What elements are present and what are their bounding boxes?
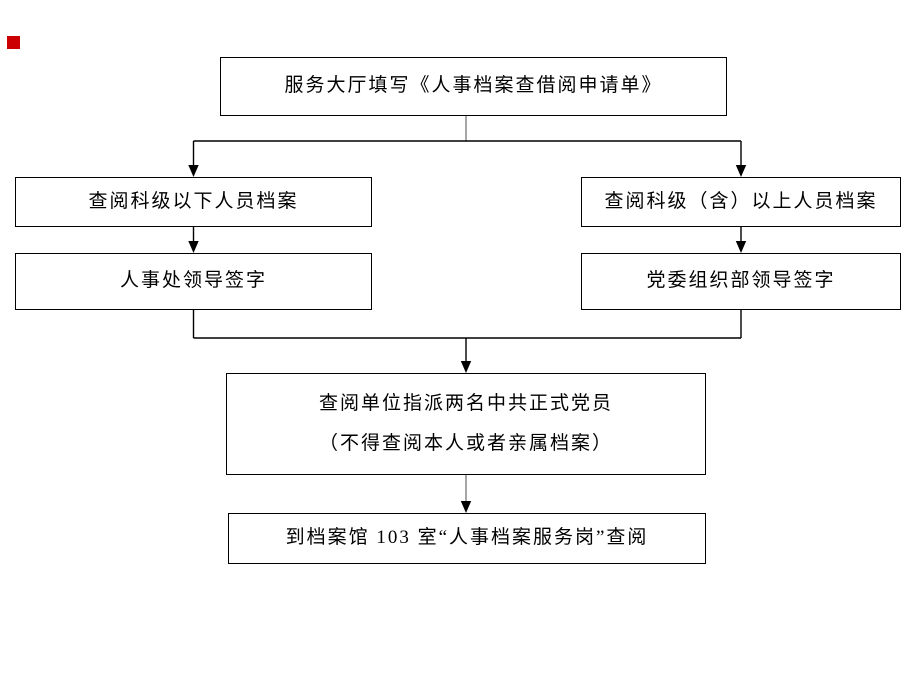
node-label: 到档案馆 103 室“人事档案服务岗”查阅 [285,527,649,549]
node-label: 查阅科级以下人员档案 [88,190,299,212]
arrow-down-icon [188,165,199,177]
arrow-down-icon [735,165,747,177]
arrow-down-icon [735,241,747,253]
node-label: 党委组织部领导签字 [646,270,836,292]
flowchart-node-start: 服务大厅填写《人事档案查借阅申请单》 [220,57,727,116]
node-label: 查阅科级（含）以上人员档案 [604,190,878,212]
node-label: 人事处领导签字 [119,270,267,292]
node-label-line2: （不得查阅本人或者亲属档案） [318,432,613,454]
red-square-marker [7,36,20,49]
node-label: 服务大厅填写《人事档案查借阅申请单》 [284,75,663,97]
flowchart-node-assign-party-members: 查阅单位指派两名中共正式党员 （不得查阅本人或者亲属档案） [226,373,706,475]
flowchart-node-archive-room-review: 到档案馆 103 室“人事档案服务岗”查阅 [228,513,706,564]
flowchart-node-hr-leader-signature: 人事处领导签字 [15,253,372,310]
arrow-down-icon [460,501,472,513]
flowchart-node-review-below-section-level: 查阅科级以下人员档案 [15,177,372,227]
arrow-down-icon [460,361,472,373]
flowchart-node-party-committee-signature: 党委组织部领导签字 [581,253,901,310]
arrow-down-icon [188,241,199,253]
flowchart-node-review-section-level-and-above: 查阅科级（含）以上人员档案 [581,177,901,227]
node-label-line1: 查阅单位指派两名中共正式党员 [318,392,613,414]
